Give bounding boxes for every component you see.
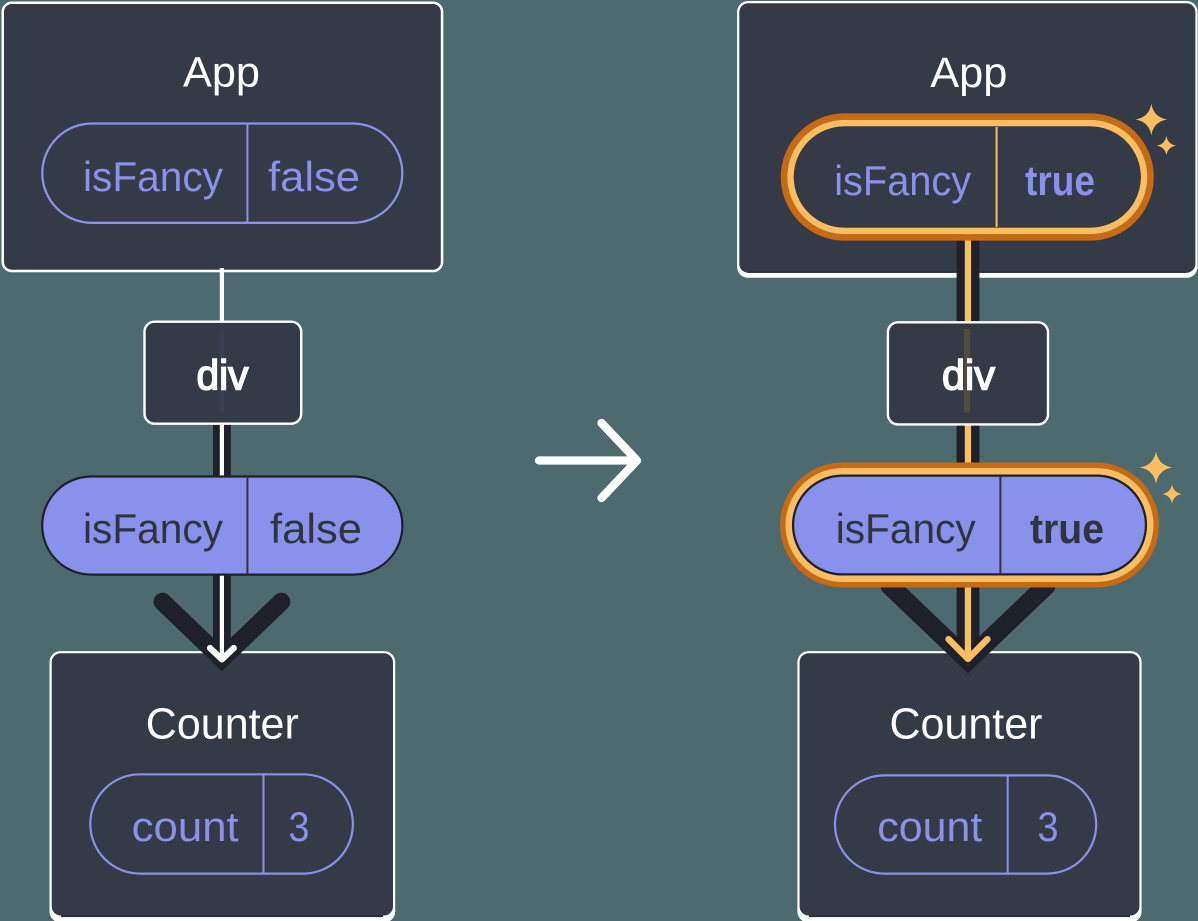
svg-text:Counter: Counter	[890, 701, 1043, 749]
svg-text:isFancy: isFancy	[836, 505, 976, 552]
svg-text:false: false	[268, 153, 360, 200]
svg-text:count: count	[877, 803, 982, 850]
svg-text:3: 3	[1038, 803, 1059, 850]
svg-text:div: div	[197, 352, 249, 399]
svg-text:false: false	[270, 505, 362, 552]
svg-text:isFancy: isFancy	[83, 505, 223, 552]
svg-text:App: App	[930, 49, 1007, 97]
svg-text:isFancy: isFancy	[83, 153, 223, 200]
svg-text:App: App	[183, 49, 260, 97]
svg-text:isFancy: isFancy	[834, 157, 971, 204]
svg-text:true: true	[1030, 505, 1104, 552]
svg-text:div: div	[942, 352, 995, 399]
svg-text:3: 3	[289, 803, 310, 850]
svg-text:true: true	[1025, 157, 1095, 204]
svg-text:Counter: Counter	[146, 701, 299, 749]
svg-text:count: count	[132, 803, 239, 850]
